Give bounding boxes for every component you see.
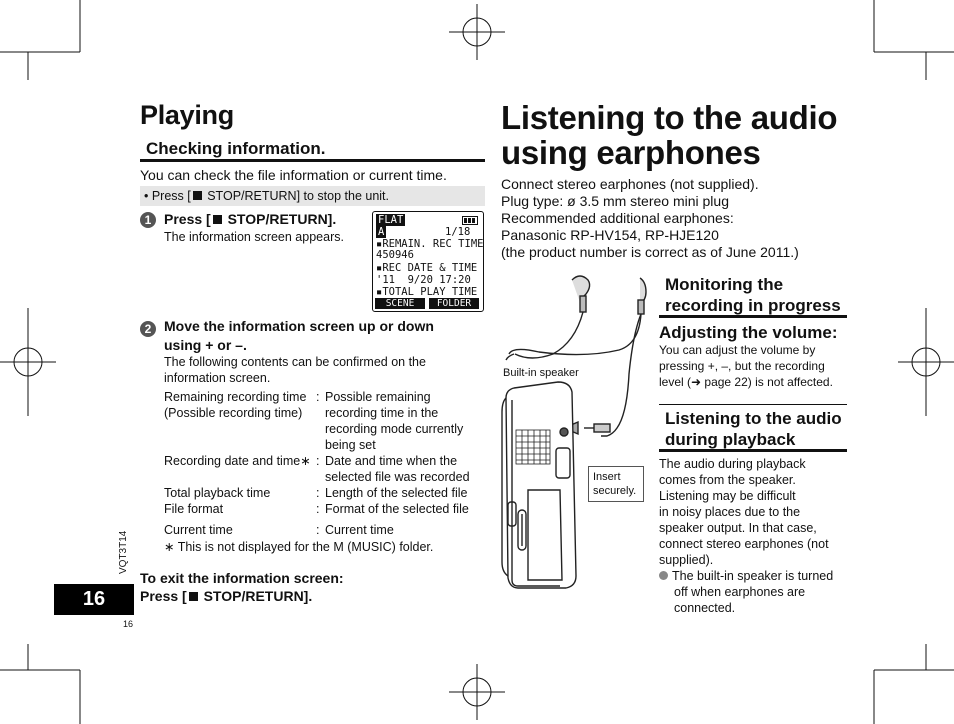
step-1-title-prefix: Press [	[164, 211, 211, 227]
section-title: Checking information.	[146, 139, 326, 158]
page-number-small: 16	[123, 619, 134, 629]
note-bar: • Press [ STOP/RETURN] to stop the unit.	[140, 186, 485, 206]
step-1-badge: 1	[140, 212, 156, 228]
stop-icon	[188, 592, 198, 601]
right-intro: Connect stereo earphones (not supplied).…	[501, 176, 799, 260]
info-table: Remaining recording time(Possible record…	[164, 389, 470, 538]
lcd-count: 1/18	[445, 226, 471, 238]
playback-title: Listening to the audio during playback	[665, 409, 842, 449]
intro-text: You can check the file information or cu…	[140, 167, 447, 183]
insert-securely-label: Insert securely.	[588, 466, 644, 502]
table-row: Recording date and time∗ : Date and time…	[164, 454, 470, 484]
monitor-title: Monitoring the recording in progress	[665, 275, 841, 315]
lcd-line-1: ▪REMAIN. REC TIME	[376, 238, 484, 250]
playback-text: The audio during playback comes from the…	[659, 457, 829, 567]
info-screen: FLAT A 1/18 ▪REMAIN. REC TIME 450946 ▪RE…	[372, 211, 484, 312]
step-2-badge: 2	[140, 321, 156, 337]
lcd-line-2: 450946	[376, 249, 414, 261]
lcd-line-5: ▪TOTAL PLAY TIME	[376, 286, 478, 298]
lcd-line-3: ▪REC DATE & TIME	[376, 262, 478, 274]
step-2-desc-2: information screen.	[164, 371, 271, 385]
section-rule	[140, 159, 485, 162]
battery-icon	[462, 216, 478, 225]
lcd-soft-right: FOLDER	[429, 298, 479, 309]
step-2-title-1: Move the information screen up or down	[164, 318, 434, 334]
model-code: VQT3T14	[118, 530, 129, 574]
step-2-desc-1: The following contents can be confirmed …	[164, 355, 426, 369]
playback-top-rule	[659, 404, 847, 405]
step-2-title-2: using + or –.	[164, 337, 247, 353]
step-1-title-suffix: STOP/RETURN].	[223, 211, 337, 227]
page-number: 16	[54, 584, 134, 615]
step-1-desc: The information screen appears.	[164, 230, 344, 244]
table-row: Total playback time : Length of the sele…	[164, 486, 468, 500]
table-row: Current time : Current time	[164, 523, 394, 537]
volume-text: You can adjust the volume by pressing +,…	[659, 343, 833, 389]
note-prefix: • Press [	[144, 189, 191, 203]
lcd-mode: FLAT	[376, 214, 406, 226]
right-title-1: Listening to the audio	[501, 99, 838, 136]
stop-icon	[192, 191, 202, 200]
lcd-folder: A	[376, 226, 387, 238]
table-row: File format : Format of the selected fil…	[164, 502, 469, 516]
stop-icon	[212, 215, 222, 224]
lcd-soft-left: SCENE	[375, 298, 425, 309]
right-title-2: using earphones	[501, 134, 761, 171]
playback-rule	[659, 449, 847, 452]
bullet-note: The built-in speaker is turned off when …	[659, 568, 833, 616]
footnote: ∗ This is not displayed for the M (MUSIC…	[164, 540, 434, 554]
exit-title: To exit the information screen:	[140, 570, 344, 586]
exit-instruction: Press [ STOP/RETURN].	[140, 588, 313, 604]
volume-title: Adjusting the volume:	[659, 323, 838, 342]
step-1-title: Press [ STOP/RETURN].	[164, 211, 336, 228]
earphone-device-illustration	[501, 275, 647, 589]
table-row: Remaining recording time(Possible record…	[164, 390, 464, 452]
page-title: Playing	[140, 100, 234, 130]
built-in-speaker-label: Built-in speaker	[503, 367, 579, 379]
bullet-dot-icon	[659, 571, 668, 580]
lcd-line-4: '11 9/20 17:20	[376, 274, 471, 286]
monitor-rule	[659, 315, 847, 318]
note-suffix: STOP/RETURN] to stop the unit.	[203, 189, 390, 203]
